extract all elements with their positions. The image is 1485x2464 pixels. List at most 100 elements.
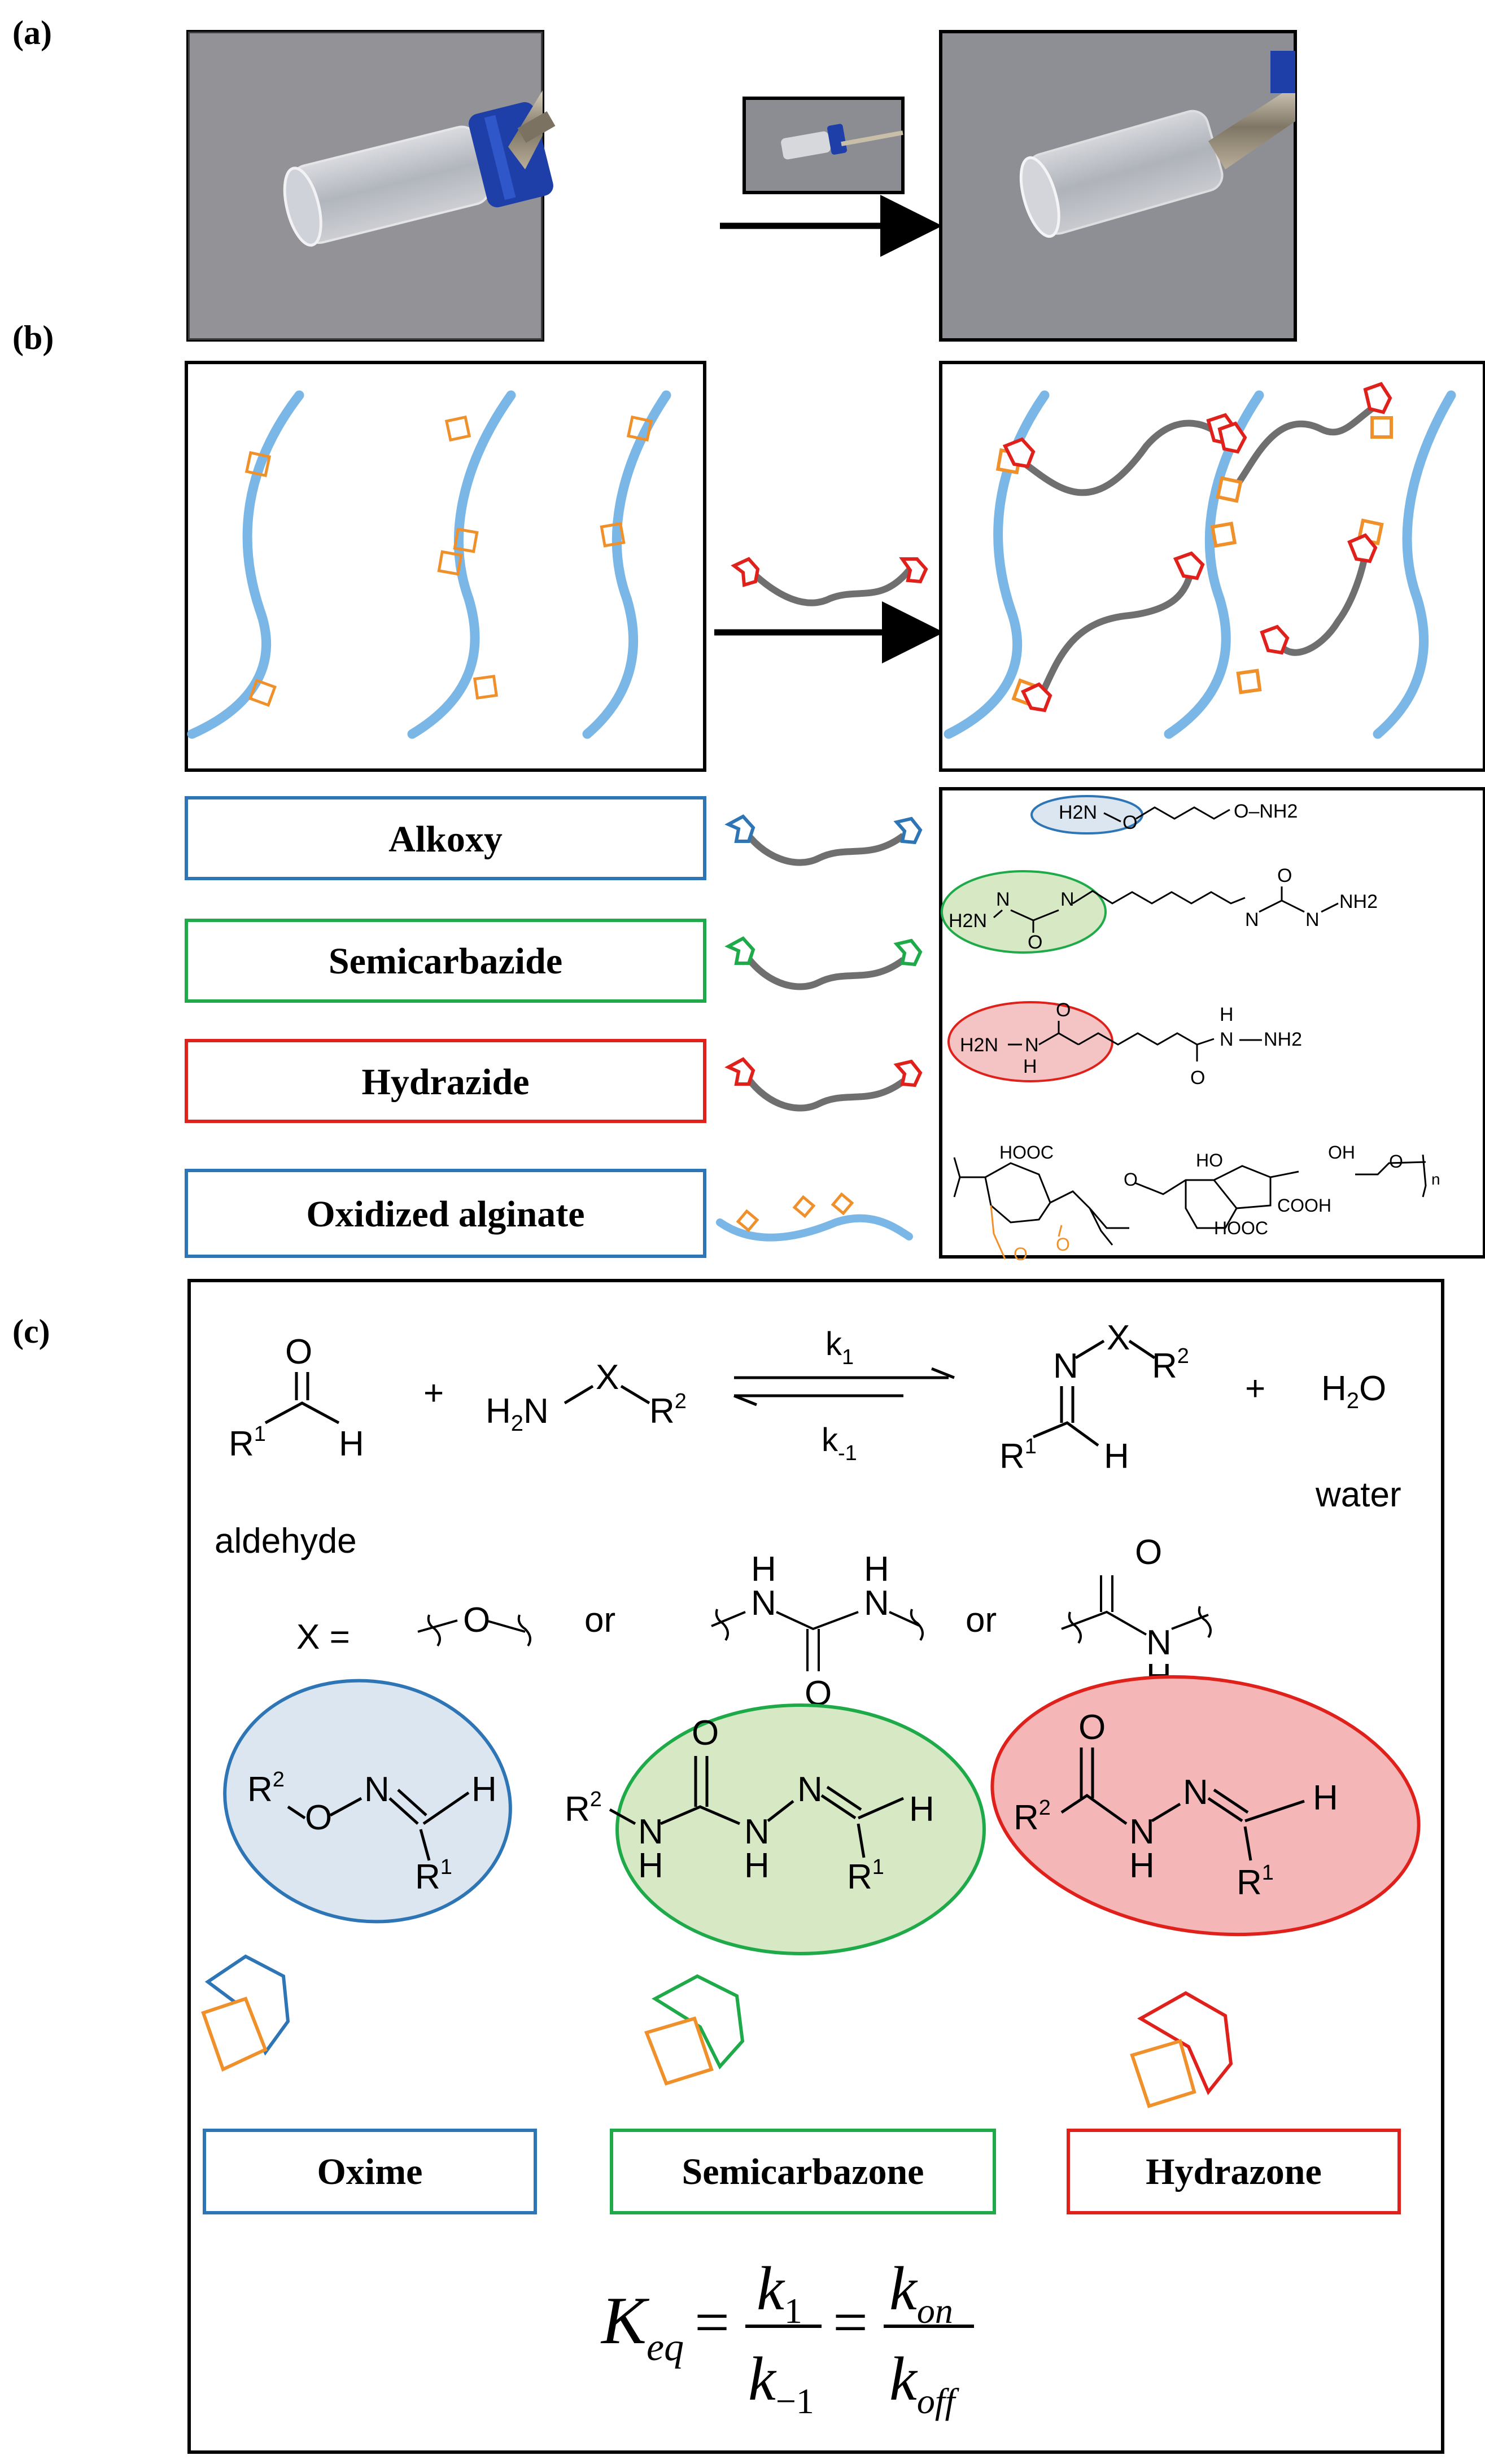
svg-text:N: N: [1305, 909, 1320, 930]
svg-text:N: N: [1053, 1347, 1078, 1386]
alginate-chains-left: [187, 390, 671, 739]
svg-text:kon: kon: [889, 2254, 953, 2331]
crosslinks: [1014, 397, 1386, 702]
svg-text:X: X: [596, 1358, 619, 1397]
svg-text:H: H: [1023, 1056, 1037, 1077]
oxime-structure: R2 O N H R1: [223, 1679, 512, 1924]
photo-before: [186, 30, 556, 342]
svg-text:OH: OH: [1328, 1142, 1355, 1163]
linked-markers-right: [995, 382, 1393, 713]
svg-text:N: N: [864, 1584, 889, 1623]
svg-text:H2N: H2N: [1059, 802, 1097, 823]
amine-reactant: H2N X R2: [486, 1358, 687, 1436]
hydrazone-cube-icon: [1130, 1991, 1233, 2108]
legend-semicarbazide-label: Semicarbazide: [329, 941, 562, 982]
oxime-cube-icon: [201, 1954, 290, 2072]
svg-text:N: N: [744, 1812, 770, 1851]
svg-text:koff: koff: [889, 2344, 960, 2421]
svg-text:O: O: [285, 1333, 312, 1371]
svg-text:H: H: [339, 1425, 364, 1463]
svg-text:COOH: COOH: [1277, 1195, 1331, 1216]
hydrazide-structure: H2N N H O O N H NH2: [947, 999, 1302, 1089]
alginate-icon: [716, 1192, 913, 1242]
svg-text:O: O: [1124, 1169, 1138, 1190]
alginate-structure: HOOC O O O OH HO HOOC COOH O n: [953, 1142, 1440, 1264]
svg-text:O: O: [1056, 999, 1071, 1021]
svg-text:O: O: [1028, 932, 1042, 953]
svg-text:or: or: [584, 1601, 615, 1640]
svg-text:O: O: [1123, 812, 1137, 833]
svg-text:H: H: [864, 1550, 889, 1589]
svg-text:O: O: [1190, 1067, 1205, 1089]
svg-text:O: O: [692, 1714, 719, 1753]
panel-c-label: (c): [12, 1313, 50, 1350]
semicarbazide-structure: H2N N N O N O N NH2: [941, 865, 1378, 954]
svg-text:O: O: [1277, 865, 1292, 886]
svg-text:Semicarbazone: Semicarbazone: [682, 2151, 924, 2192]
svg-text:H: H: [1129, 1846, 1155, 1885]
semicarbazone-cube-icon: [644, 1974, 745, 2086]
legend-hydrazide: Hydrazide: [185, 1039, 706, 1123]
svg-text:k1: k1: [757, 2254, 802, 2331]
svg-text:N: N: [751, 1584, 776, 1623]
svg-text:n: n: [1431, 1170, 1440, 1188]
svg-text:O: O: [1389, 1151, 1403, 1172]
svg-text:H: H: [1104, 1437, 1129, 1476]
svg-text:Keq: Keq: [600, 2283, 684, 2369]
svg-text:N: N: [1146, 1623, 1172, 1662]
svg-text:N: N: [797, 1770, 823, 1809]
svg-text:N: N: [1129, 1812, 1155, 1851]
svg-text:k1: k1: [826, 1326, 854, 1369]
crosslinker-arrow-group: [714, 557, 944, 663]
panel-b-label: (b): [12, 319, 54, 356]
svg-text:O: O: [1056, 1234, 1070, 1255]
plus-2: +: [1245, 1369, 1265, 1408]
svg-text:O: O: [1135, 1533, 1162, 1572]
svg-text:O: O: [1014, 1244, 1028, 1264]
svg-text:k-1: k-1: [822, 1422, 857, 1465]
photo-after: [939, 30, 1297, 342]
svg-text:H: H: [1220, 1004, 1234, 1025]
svg-text:Hydrazone: Hydrazone: [1146, 2151, 1322, 2192]
svg-text:H: H: [909, 1790, 934, 1829]
svg-text:N: N: [1183, 1773, 1208, 1812]
svg-text:N: N: [996, 889, 1010, 910]
aldehyde-reactant: O R1 H aldehyde: [215, 1333, 364, 1561]
svg-text:H2N: H2N: [960, 1034, 998, 1056]
keq-equation: Keq = k1 k−1 = kon koff: [600, 2254, 974, 2421]
legend-semicarbazide: Semicarbazide: [185, 919, 706, 1003]
crosslinker-icon-semicarbazide: [724, 936, 923, 990]
svg-text:N: N: [1245, 909, 1259, 930]
x-definitions: X = O or H N H N O or O N H: [296, 1533, 1212, 1713]
svg-text:O: O: [1078, 1708, 1106, 1747]
aldehyde-label: aldehyde: [215, 1522, 357, 1561]
svg-text:H: H: [638, 1846, 663, 1885]
plus-1: +: [423, 1374, 444, 1413]
svg-text:Oxime: Oxime: [317, 2151, 423, 2192]
svg-text:N: N: [638, 1812, 663, 1851]
hydrazone-structure: O R2 N H N H R1: [990, 1675, 1421, 1937]
svg-text:H2N: H2N: [949, 910, 987, 932]
svg-text:N: N: [1025, 1034, 1039, 1056]
svg-text:HOOC: HOOC: [1214, 1218, 1268, 1238]
equilibrium-arrows: k1 k-1: [733, 1326, 955, 1465]
alkoxy-structure: H2N O O–NH2: [1030, 795, 1298, 835]
legend-alkoxy-label: Alkoxy: [388, 819, 503, 860]
legend-alkoxy: Alkoxy: [185, 796, 706, 880]
label-oxime: Oxime: [203, 2129, 537, 2214]
water-label: water: [1315, 1475, 1401, 1514]
semicarbazone-structure: R2 N H O N H N H R1: [565, 1703, 986, 1955]
svg-text:N: N: [1060, 889, 1075, 910]
svg-text:X: X: [1107, 1318, 1130, 1357]
label-semicarbazone: Semicarbazone: [610, 2129, 996, 2214]
svg-text:HOOC: HOOC: [999, 1142, 1054, 1163]
svg-text:N: N: [364, 1770, 390, 1809]
svg-text:NH2: NH2: [1339, 891, 1378, 912]
legend-oxidized-alginate: Oxidized alginate: [185, 1169, 706, 1258]
svg-text:O–NH2: O–NH2: [1234, 801, 1298, 822]
svg-text:HO: HO: [1196, 1150, 1223, 1170]
crosslinker-icon-alkoxy: [724, 814, 923, 866]
svg-text:N: N: [1220, 1029, 1234, 1050]
legend-oxidized-alginate-label: Oxidized alginate: [306, 1194, 584, 1235]
